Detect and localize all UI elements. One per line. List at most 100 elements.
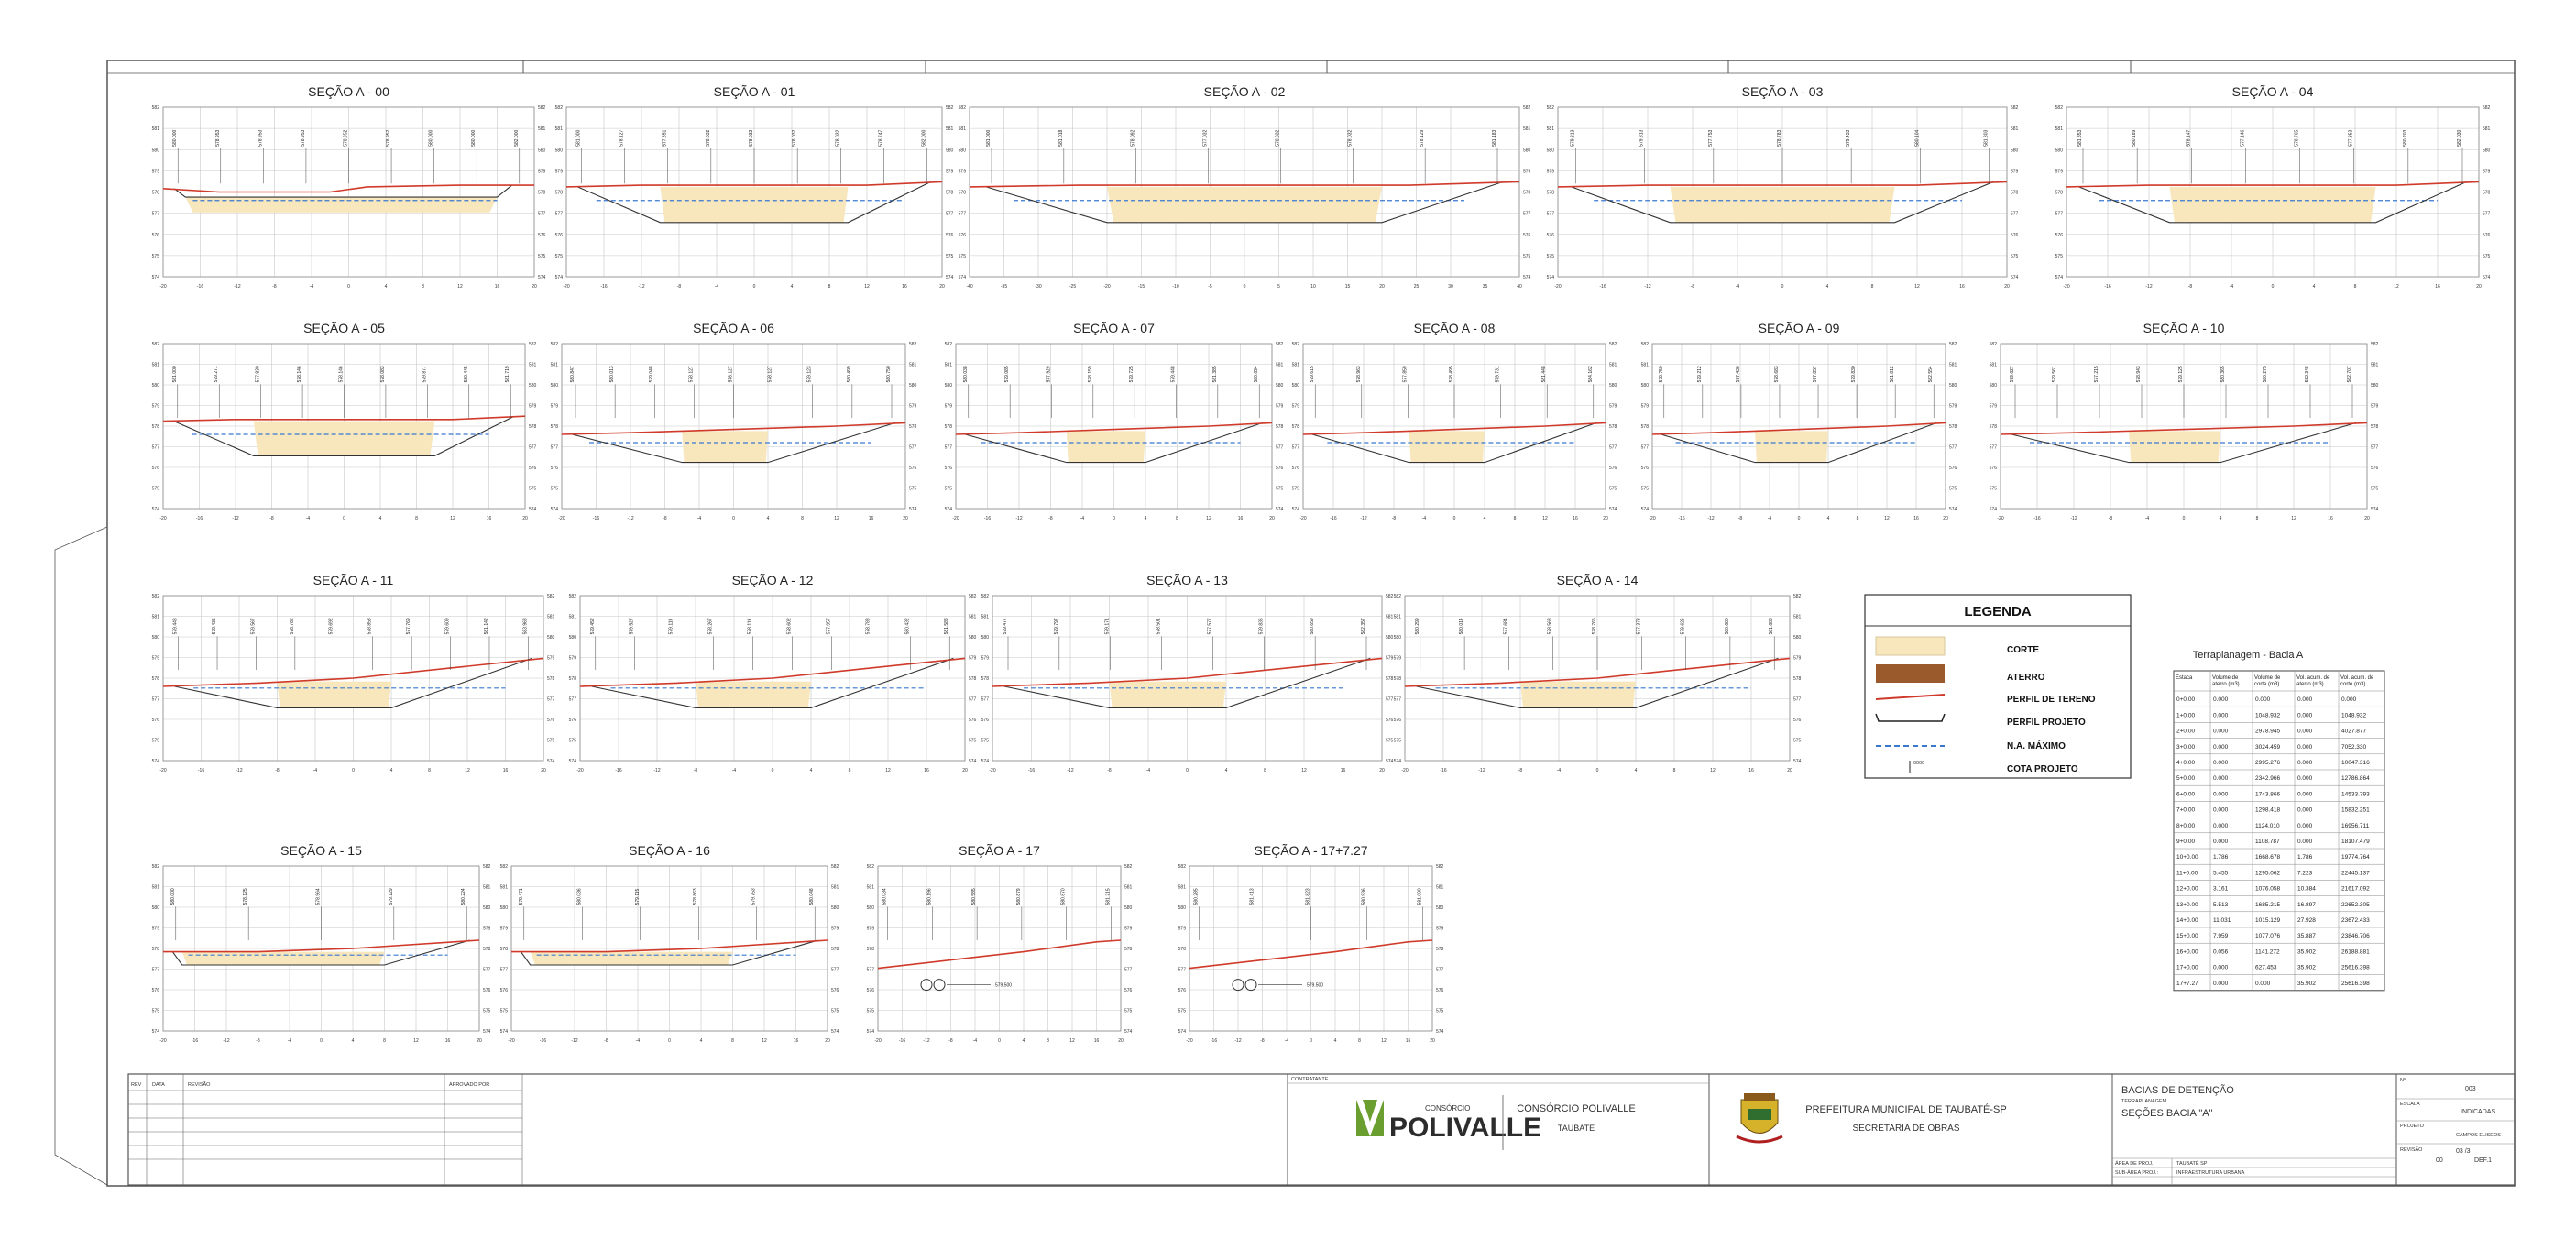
x-tick-label: 16 xyxy=(794,1038,799,1044)
x-tick-label: 8 xyxy=(1176,516,1178,521)
elevation-label: 580.189 xyxy=(2132,130,2137,147)
legend-label-perfil-terreno: PERFIL DE TERENO xyxy=(2007,695,2096,705)
elevation-label: 577.859 xyxy=(1402,366,1408,382)
y-tick-label-left: 575 xyxy=(959,254,967,259)
x-tick-label: -8 xyxy=(1691,284,1695,290)
x-tick-label: 20 xyxy=(2476,284,2482,290)
elevation-label: 577.830 xyxy=(256,366,261,382)
y-tick-label-right: 582 xyxy=(483,864,491,870)
y-tick-label-right: 574 xyxy=(1523,275,1531,280)
x-tick-label: -20 xyxy=(1299,516,1306,521)
y-tick-label-left: 576 xyxy=(500,988,509,993)
x-tick-label: 16 xyxy=(1406,1038,1411,1044)
x-tick-label: -4 xyxy=(1768,516,1772,521)
y-tick-label-right: 582 xyxy=(1276,342,1284,347)
x-tick-label: 12 xyxy=(450,516,455,521)
y-tick-label-left: 581 xyxy=(500,885,509,891)
x-tick-label: -4 xyxy=(1736,284,1740,290)
elevation-label: 579.048 xyxy=(649,366,654,382)
perfil-projeto-line xyxy=(174,657,532,708)
elevation-label: 579.448 xyxy=(173,618,179,634)
x-tick-label: -20 xyxy=(1554,284,1561,290)
section-frame xyxy=(162,595,544,762)
table-cell: 10.384 xyxy=(2297,886,2316,893)
y-tick-label-left: 576 xyxy=(959,233,967,238)
y-tick-label-right: 575 xyxy=(1949,487,1957,492)
table-cell: 627.453 xyxy=(2255,965,2277,971)
y-tick-label-left: 581 xyxy=(152,615,160,620)
elevation-label: 579.753 xyxy=(751,888,757,905)
y-tick-label-right: 580 xyxy=(909,383,917,389)
x-tick-label: 16 xyxy=(869,516,874,521)
elevation-label: 579.435 xyxy=(212,618,217,634)
y-tick-label-left: 575 xyxy=(1547,254,1555,259)
elevation-label: 579.615 xyxy=(1310,366,1315,382)
table-cell: 18107.479 xyxy=(2341,839,2370,845)
x-tick-label: 16 xyxy=(487,516,492,521)
x-tick-label: -8 xyxy=(1260,1038,1265,1044)
table-cell: 14533.793 xyxy=(2341,791,2370,797)
section-title: SEÇÃO A - 08 xyxy=(1414,321,1496,335)
elevation-label: 578.032 xyxy=(792,130,797,147)
y-tick-label-left: 582 xyxy=(569,594,577,599)
table-cell: 1048.932 xyxy=(2341,712,2366,718)
table-cell: 2342.966 xyxy=(2255,775,2280,782)
legend-label-corte: CORTE xyxy=(2007,645,2039,655)
y-tick-label-left: 574 xyxy=(152,1029,160,1035)
elevation-label: 578.602 xyxy=(786,618,792,634)
elevation-label: 577.853 xyxy=(2349,130,2354,147)
section-title: SEÇÃO A - 04 xyxy=(2232,84,2314,99)
x-tick-label: -4 xyxy=(2145,516,2150,521)
corte-area xyxy=(181,951,385,965)
perfil-terreno-line xyxy=(1302,422,1606,435)
x-tick-label: -16 xyxy=(1599,284,1606,290)
y-tick-label-right: 574 xyxy=(529,507,537,512)
y-tick-label-right: 579 xyxy=(1949,404,1957,410)
x-tick-label: 12 xyxy=(1301,768,1307,773)
area-label: ÁREA DE PROJ.: xyxy=(2115,1160,2155,1167)
section-title: SEÇÃO A - 17+7.27 xyxy=(1254,843,1367,858)
y-tick-label-right: 578 xyxy=(1386,676,1394,682)
x-tick-label: -12 xyxy=(1707,516,1714,521)
y-tick-label-right: 574 xyxy=(1949,507,1957,512)
y-tick-label-right: 575 xyxy=(969,739,977,744)
elevation-label: 579.452 xyxy=(590,618,596,634)
x-tick-label: 8 xyxy=(1047,1038,1049,1044)
y-tick-label-left: 576 xyxy=(1394,718,1402,723)
perfil-terreno-line xyxy=(1189,939,1433,970)
table-cell: 0.000 xyxy=(2213,823,2229,829)
y-tick-label-left: 580 xyxy=(2055,148,2064,153)
escala-value: INDICADAS xyxy=(2461,1109,2495,1115)
table-cell: 0+0.00 xyxy=(2176,696,2195,703)
section-frame xyxy=(1302,343,1606,510)
legend-cota-tag: 0000 xyxy=(1913,761,1924,766)
elevation-label: 580.694 xyxy=(1254,366,1259,382)
corte-area xyxy=(2129,431,2220,463)
y-tick-label-right: 579 xyxy=(2483,169,2491,174)
y-tick-label-left: 579 xyxy=(959,169,967,174)
elevation-label: 578.963 xyxy=(1356,366,1362,382)
table-cell: 0.000 xyxy=(2297,712,2313,718)
elevation-label: 580.196 xyxy=(926,888,932,905)
y-tick-label-left: 574 xyxy=(1547,275,1555,280)
elevation-label: 578.127 xyxy=(619,130,625,147)
x-tick-label: -16 xyxy=(192,1038,198,1044)
y-tick-label-left: 577 xyxy=(867,968,875,973)
x-tick-label: 30 xyxy=(1448,284,1453,290)
y-tick-label-left: 580 xyxy=(1178,905,1187,911)
y-tick-label-right: 577 xyxy=(538,212,546,217)
y-tick-label-left: 580 xyxy=(945,383,953,389)
x-tick-label: -12 xyxy=(236,768,242,773)
y-tick-label-right: 578 xyxy=(529,424,537,430)
y-tick-label-left: 574 xyxy=(1292,507,1300,512)
table-cell: 0.000 xyxy=(2341,696,2357,703)
y-tick-label-right: 580 xyxy=(483,905,491,911)
y-tick-label-left: 582 xyxy=(867,864,875,870)
y-tick-label-right: 576 xyxy=(2371,466,2379,471)
x-tick-label: -4 xyxy=(697,516,702,521)
y-tick-label-right: 576 xyxy=(1793,718,1802,723)
x-tick-label: -16 xyxy=(1330,516,1336,521)
